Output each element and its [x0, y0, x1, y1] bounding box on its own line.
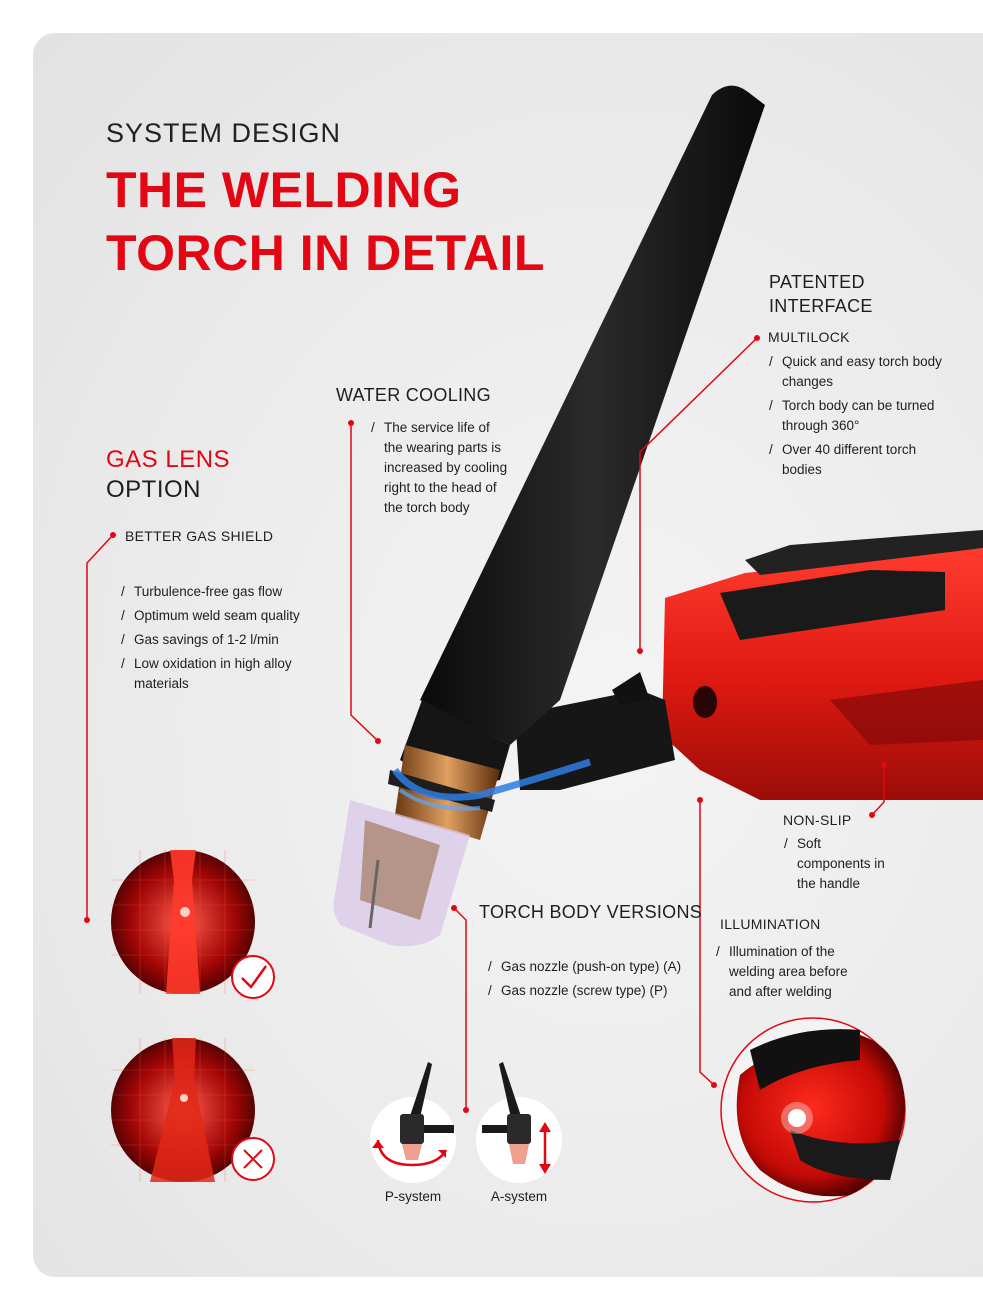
a-system-icon [476, 1062, 562, 1183]
illumination-image [720, 1017, 906, 1203]
list-item: Gas savings of 1-2 l/min [121, 630, 321, 650]
patented-interface-list: Quick and easy torch body changes Torch … [769, 352, 954, 484]
patented-interface-heading-line1: PATENTED [769, 272, 865, 292]
illumination-heading: ILLUMINATION [720, 916, 821, 932]
non-slip-heading: NON-SLIP [783, 812, 852, 828]
a-system-label: A-system [490, 1189, 548, 1204]
water-cooling-list: The service life of the wearing parts is… [371, 418, 511, 522]
list-item: Gas nozzle (push-on type) (A) [488, 957, 698, 977]
non-slip-list: Soft components in the handle [784, 834, 894, 898]
torch-handle [662, 530, 983, 800]
gas-flow-line [392, 758, 592, 801]
list-item: Over 40 different torch bodies [769, 440, 954, 480]
torch-body-versions-heading: TORCH BODY VERSIONS [479, 902, 703, 922]
gas-lens-list: Turbulence-free gas flow Optimum weld se… [121, 582, 321, 698]
patented-interface-heading-line2: INTERFACE [769, 296, 873, 316]
list-item: Turbulence-free gas flow [121, 582, 321, 602]
list-item: Gas nozzle (screw type) (P) [488, 981, 698, 1001]
check-icon [231, 955, 275, 999]
water-cooling-heading: WATER COOLING [336, 385, 491, 405]
patented-interface-heading: PATENTED INTERFACE [769, 270, 873, 318]
p-system-label: P-system [384, 1189, 442, 1204]
multilock-subheading: MULTILOCK [768, 329, 850, 345]
list-item: Quick and easy torch body changes [769, 352, 954, 392]
list-item: Low oxidation in high alloy materials [121, 654, 321, 694]
p-system-icon [370, 1062, 456, 1183]
page-title-line1: THE WELDING [106, 162, 462, 218]
list-item: Soft components in the handle [784, 834, 894, 894]
page-eyebrow: SYSTEM DESIGN [106, 118, 342, 148]
torch-neck [515, 690, 675, 790]
list-item: Torch body can be turned through 360° [769, 396, 954, 436]
gas-flow-bad-image [111, 1038, 255, 1182]
illumination-list: Illumination of the welding area before … [716, 942, 856, 1006]
list-item: Optimum weld seam quality [121, 606, 321, 626]
cross-icon [231, 1137, 275, 1181]
gas-lens-heading: GAS LENS [106, 446, 231, 473]
list-item: Illumination of the welding area before … [716, 942, 856, 1002]
page-title-line2: TORCH IN DETAIL [106, 225, 545, 281]
gas-lens-option-heading: OPTION [106, 476, 202, 503]
leader-lines [86, 337, 885, 1110]
better-gas-shield-subheading: BETTER GAS SHIELD [125, 528, 274, 544]
torch-body-versions-list: Gas nozzle (push-on type) (A) Gas nozzle… [488, 957, 698, 1005]
list-item: The service life of the wearing parts is… [371, 418, 511, 518]
gas-flow-good-image [111, 850, 255, 994]
